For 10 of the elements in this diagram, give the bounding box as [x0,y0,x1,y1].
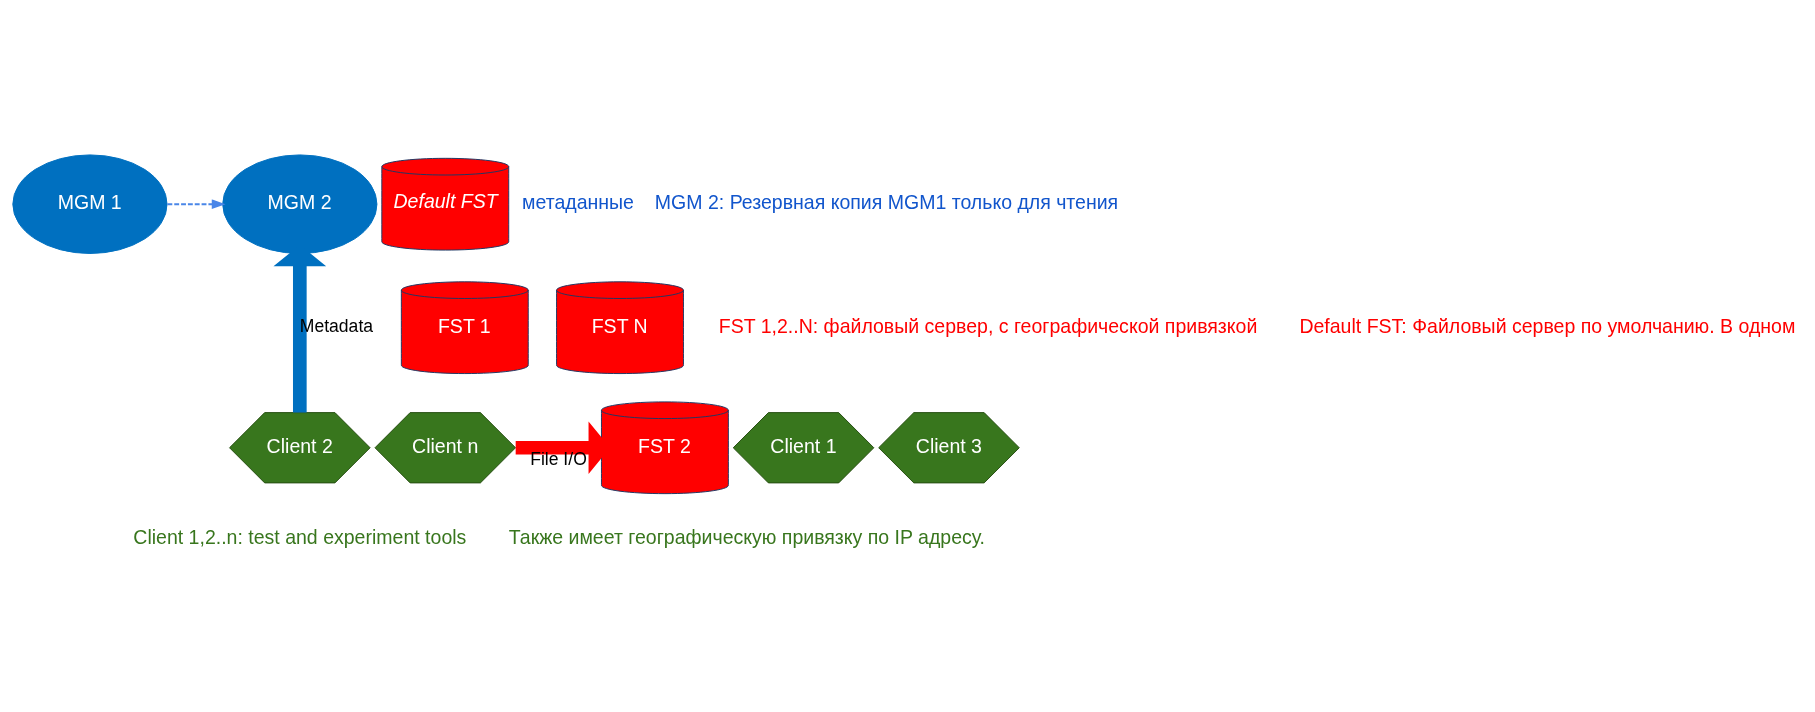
label: FST 1,2..N: файловый сервер, с географической привязкой [718,314,1258,337]
arrow [166,199,226,209]
label: Также имеет географическую привязку по IP адресу. [508,526,986,549]
label: метаданные [522,191,634,214]
node-ellipse: MGM 2 [222,154,378,254]
edge-label: File I/O [530,448,587,469]
label: Client 1,2..n: test and experiment tools [133,526,467,549]
label: Default FST: Файловый сервер по умолчанию. В одном [1299,314,1796,337]
label: MGM 2: Резервная копия MGM1 только для чтения [654,191,1119,214]
node-ellipse: MGM 1 [12,154,168,254]
